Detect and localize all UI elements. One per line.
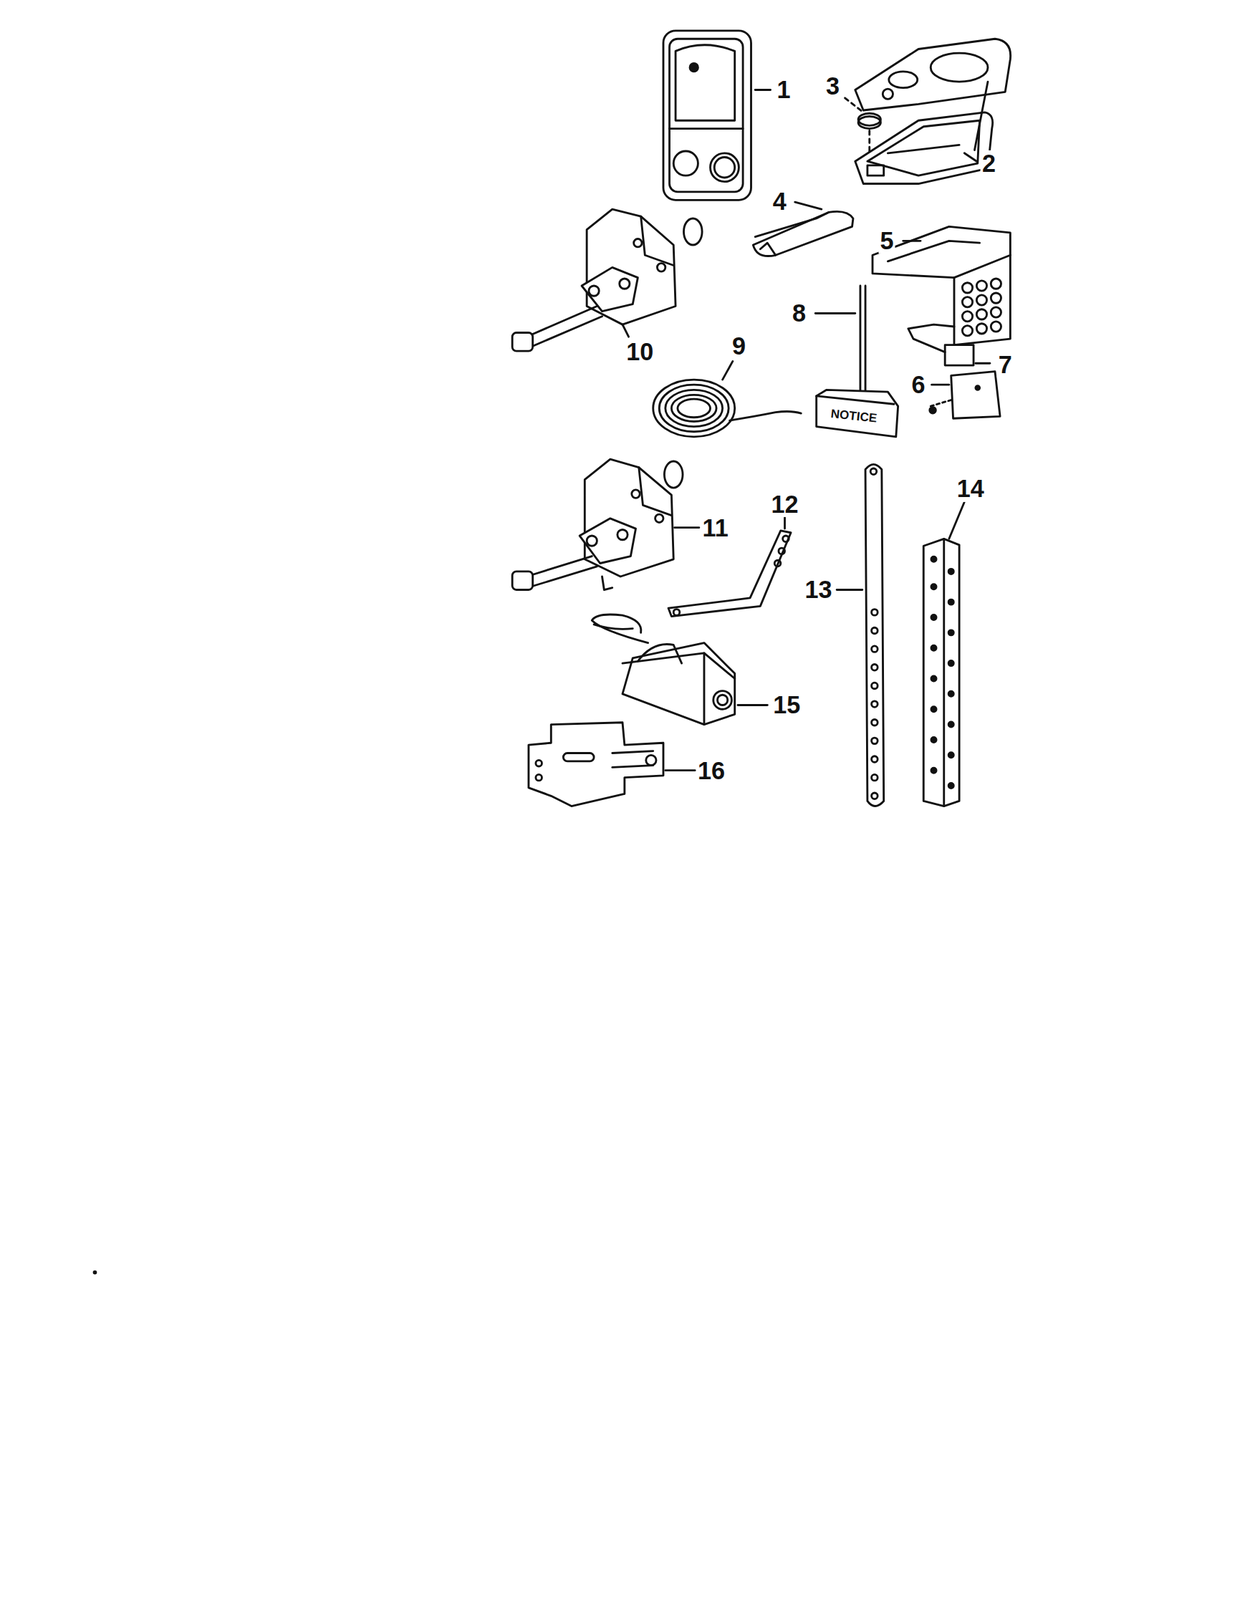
callout-number: 15 <box>771 691 802 718</box>
callout-number: 7 <box>997 351 1014 377</box>
door-bracket <box>512 209 703 352</box>
remote-transmitter <box>845 38 1011 184</box>
callout-number: 3 <box>824 73 841 99</box>
sensor-bracket <box>528 722 695 807</box>
callout-number: 2 <box>980 150 998 177</box>
visor-clip <box>752 202 854 256</box>
callout-number: 8 <box>790 300 808 326</box>
door-bracket <box>512 459 700 590</box>
straight-door-arm <box>836 464 884 806</box>
callout-number: 4 <box>771 188 788 215</box>
callout-number: 11 <box>701 514 730 541</box>
notice-tag <box>815 285 898 437</box>
callout-number: 10 <box>624 338 655 365</box>
wire-coil <box>653 361 802 437</box>
callout-number: 14 <box>955 475 986 502</box>
callout-number: 1 <box>775 76 793 103</box>
angle-iron <box>923 502 965 807</box>
callout-number: 6 <box>910 371 927 398</box>
callout-number: 5 <box>878 227 895 254</box>
safety-sensor <box>591 614 768 725</box>
callout-number: 9 <box>730 333 748 359</box>
callout-number: 16 <box>696 757 727 783</box>
callout-number: 13 <box>803 576 834 603</box>
callout-number: 12 <box>769 491 800 518</box>
keyless-keypad <box>872 226 1011 419</box>
wall-control <box>663 30 771 200</box>
